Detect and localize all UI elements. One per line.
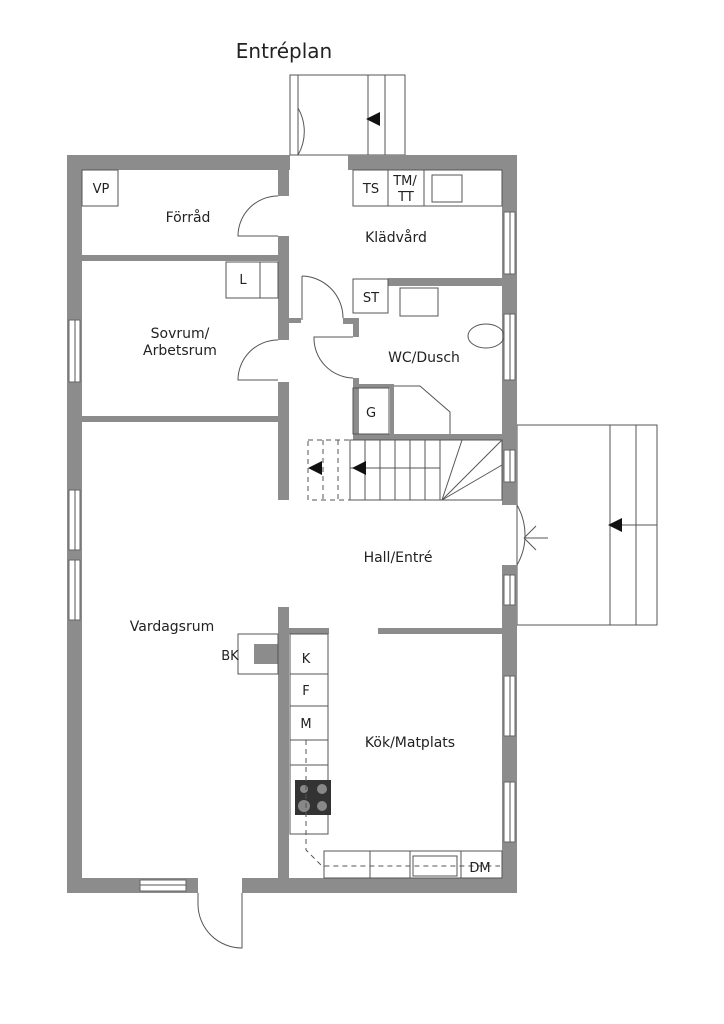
room-label-arbetsrum: Arbetsrum [143, 343, 217, 359]
toilet-icon [467, 323, 505, 349]
arrow-icon [523, 525, 548, 551]
fixture-label-dm: DM [469, 861, 490, 876]
fixture-label-m: M [300, 717, 311, 732]
windows [68, 211, 516, 892]
outer-walls [67, 155, 517, 893]
fixture-label-k: K [302, 652, 311, 667]
plan-title: Entréplan [236, 39, 332, 63]
room-label-forrad: Förråd [166, 209, 211, 226]
room-label-kok: Kök/Matplats [365, 735, 455, 751]
fixture-label-tt: TT [397, 190, 414, 205]
room-label-vardagsrum: Vardagsrum [130, 619, 215, 635]
stairs [307, 439, 503, 501]
interior-walls [82, 170, 502, 878]
room-label-sovrum: Sovrum/ [151, 326, 210, 342]
fixture-label-tm: TM/ [392, 174, 417, 189]
fixture-label-st: ST [363, 291, 379, 306]
fixture-label-ts: TS [362, 182, 379, 197]
fixture-label-f: F [302, 684, 309, 699]
arrow-icon [352, 461, 366, 475]
room-label-hall: Hall/Entré [364, 550, 433, 566]
fixtures [81, 169, 505, 879]
doors [197, 106, 548, 949]
front-porch [289, 74, 406, 156]
fixture-label-vp: VP [93, 182, 110, 197]
fixture-label-bk: BK [221, 649, 239, 664]
arrow-icon [366, 112, 380, 126]
side-porch [516, 424, 658, 626]
washbasin-icon [399, 287, 439, 317]
fixture-label-l: L [239, 273, 247, 288]
shower-icon [394, 385, 451, 434]
arrow-icon [608, 518, 622, 532]
sink-icon [431, 174, 463, 203]
arrow-icon [308, 461, 322, 475]
room-label-wc: WC/Dusch [388, 350, 460, 366]
fixture-label-g: G [366, 406, 376, 421]
kitchen-sink-icon [412, 855, 458, 877]
room-label-kladvard: Klädvård [365, 229, 427, 246]
